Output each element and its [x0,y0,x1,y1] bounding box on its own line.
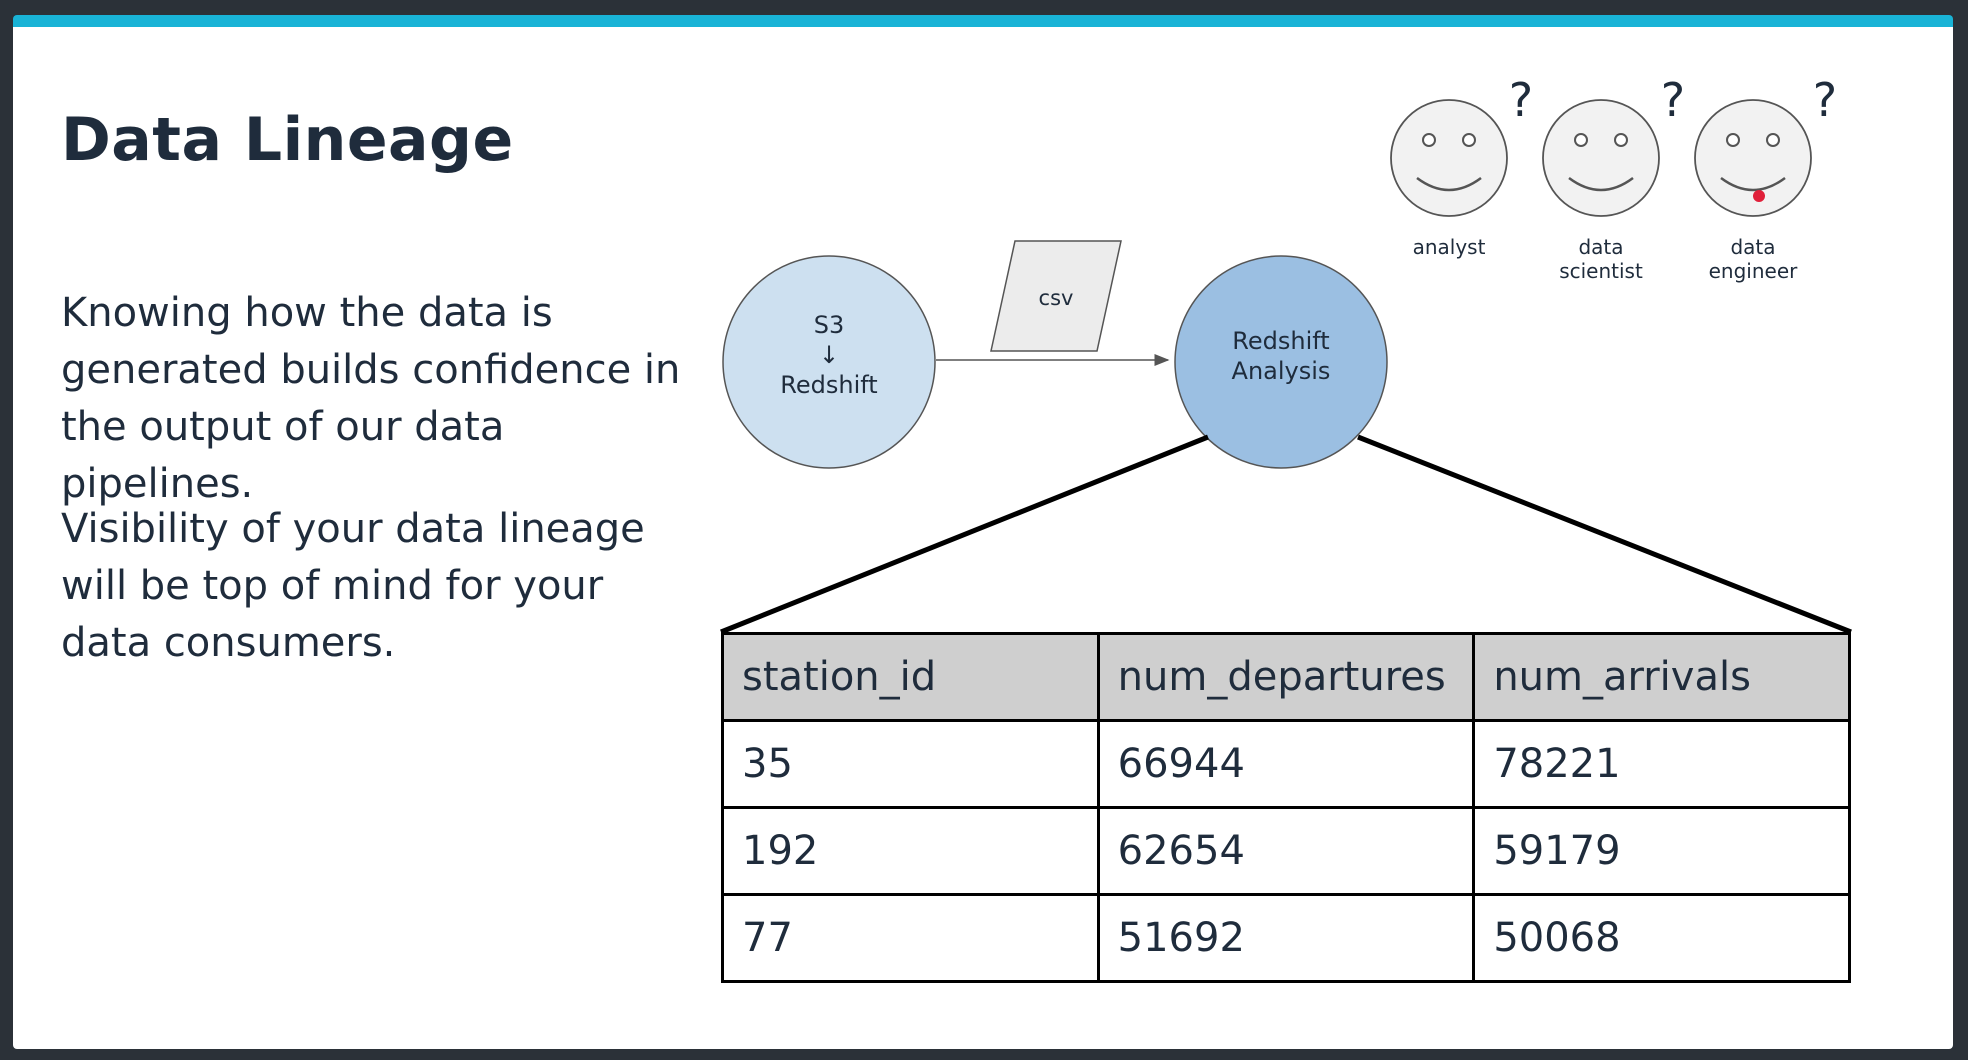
analysis-node-line1: Redshift [1232,327,1329,355]
slide-title: Data Lineage [61,105,514,175]
smiley-face-icon [1390,99,1508,217]
smiley-face-icon [1542,99,1660,217]
table-header-cell: num_arrivals [1472,632,1851,722]
source-node-arrow: ↓ [819,341,839,369]
zoom-line-left [720,434,1209,635]
question-mark: ? [1509,73,1533,127]
table-cell: 77 [721,893,1100,983]
csv-label: csv [1039,286,1074,310]
smiley-face-icon [1694,99,1812,217]
csv-file-shape: csv [990,240,1122,352]
consumer-label: scientist [1559,259,1643,283]
table-cell: 66944 [1096,719,1476,809]
analysis-node-line2: Analysis [1232,357,1331,385]
zoom-line-right [1357,434,1852,635]
tongue-dot [1753,190,1765,202]
table-cell: 62654 [1096,806,1476,896]
source-node-line2: Redshift [780,371,877,399]
consumer-label: data [1578,235,1623,259]
consumer-label: data [1730,235,1775,259]
source-node-line1: S3 [814,311,845,339]
question-mark: ? [1661,73,1685,127]
analysis-node: Redshift Analysis [1174,255,1388,469]
table-cell: 51692 [1096,893,1476,983]
consumer-0: ? analyst [1390,73,1533,259]
table-cell: 50068 [1472,893,1851,983]
consumer-label: analyst [1413,235,1486,259]
slide: Data Lineage Knowing how the data is gen… [13,15,1953,1049]
table-header-cell: station_id [721,632,1100,722]
table-header-cell: num_departures [1096,632,1476,722]
intro-paragraph: Knowing how the data is generated builds… [61,290,681,507]
table-cell: 78221 [1472,719,1851,809]
table-cell: 192 [721,806,1100,896]
source-node: S3 ↓ Redshift [722,255,936,469]
consumer-label: engineer [1709,259,1799,283]
table-cell: 35 [721,719,1100,809]
question-mark: ? [1813,73,1837,127]
lineage-diagram: S3 ↓ Redshift csv Redshift Analysis ? ana… [720,73,1852,635]
visibility-paragraph: Visibility of your data lineage will be … [61,506,645,666]
table-cell: 59179 [1472,806,1851,896]
